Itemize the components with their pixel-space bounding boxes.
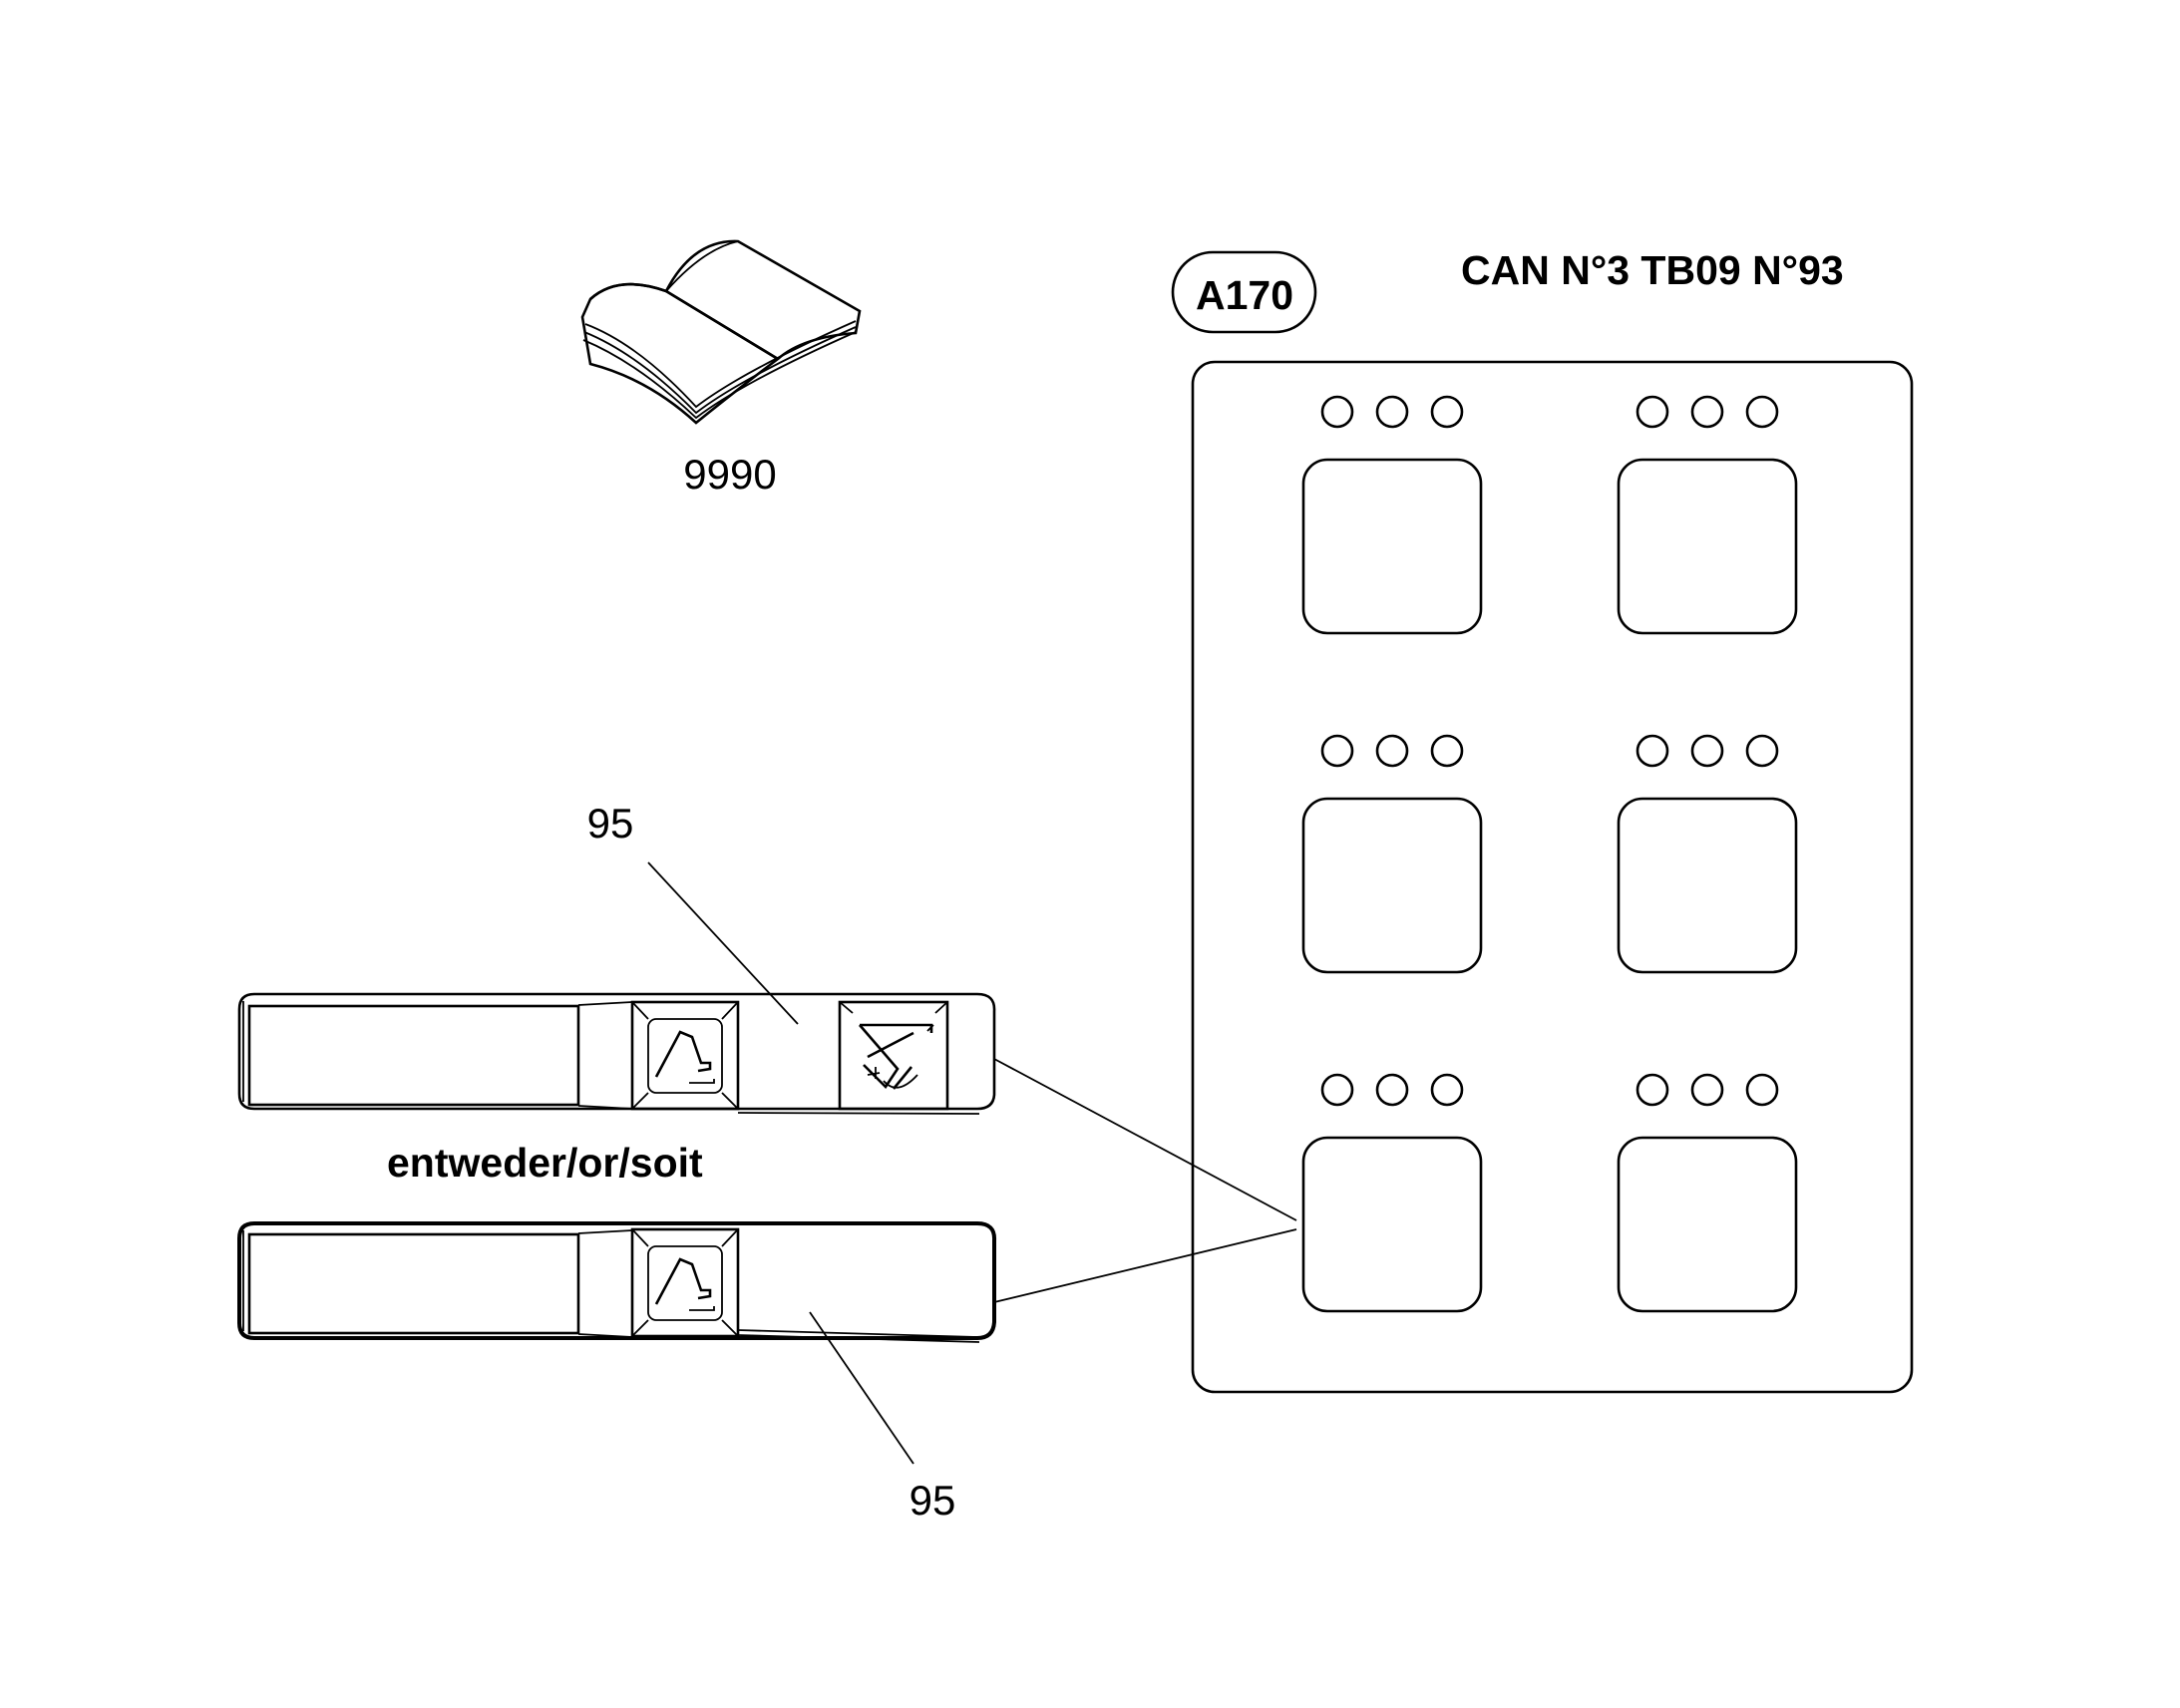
- led-indicator: [1690, 395, 1724, 429]
- keypad-key: [1617, 797, 1798, 974]
- connector-label: CAN N°3 TB09 N°93: [1461, 247, 1844, 293]
- led-indicator: [1745, 1073, 1779, 1107]
- upper-ref-number: 95: [587, 800, 634, 847]
- led-indicator: [1690, 1073, 1724, 1107]
- alternative-note: entweder/or/soit: [387, 1140, 703, 1186]
- upper-strip: [237, 992, 996, 1115]
- led-indicator: [1320, 1073, 1354, 1107]
- keypad-key: [1617, 458, 1798, 635]
- upper-strip-label-window: [247, 1004, 580, 1107]
- keypad-keys: [1301, 395, 1798, 1313]
- keypad-panel: [1191, 360, 1914, 1394]
- excavator-icon: [630, 1000, 740, 1111]
- led-indicator: [1320, 395, 1354, 429]
- excavator-icon: [630, 1227, 740, 1338]
- keypad-key: [1617, 1136, 1798, 1313]
- excavator-range-icon: [838, 1000, 949, 1111]
- led-indicator: [1635, 734, 1669, 768]
- led-indicator: [1430, 395, 1464, 429]
- callout-bubble: [1171, 250, 1317, 334]
- keypad-key: [1301, 458, 1483, 635]
- keypad-key: [1301, 797, 1483, 974]
- lower-strip: [237, 1221, 997, 1343]
- led-indicator: [1635, 395, 1669, 429]
- lower-ref-leader: [809, 1311, 914, 1465]
- upper-ref-leader: [647, 861, 799, 1025]
- led-indicator: [1320, 734, 1354, 768]
- lower-ref-number: 95: [909, 1477, 956, 1524]
- keypad-key: [1301, 1136, 1483, 1313]
- upper-strip-to-key-leader: [993, 1058, 1297, 1221]
- lower-strip-label-window: [247, 1232, 580, 1335]
- led-indicator: [1430, 734, 1464, 768]
- led-indicator: [1635, 1073, 1669, 1107]
- led-indicator: [1430, 1073, 1464, 1107]
- manual-part-number: 9990: [683, 451, 776, 498]
- led-indicator: [1745, 734, 1779, 768]
- lower-strip-to-key-leader: [993, 1228, 1297, 1303]
- led-indicator: [1745, 395, 1779, 429]
- led-indicator: [1690, 734, 1724, 768]
- led-indicator: [1375, 395, 1409, 429]
- callout-label: A170: [1196, 272, 1293, 318]
- led-indicator: [1375, 1073, 1409, 1107]
- led-indicator: [1375, 734, 1409, 768]
- open-book-icon: [580, 239, 862, 425]
